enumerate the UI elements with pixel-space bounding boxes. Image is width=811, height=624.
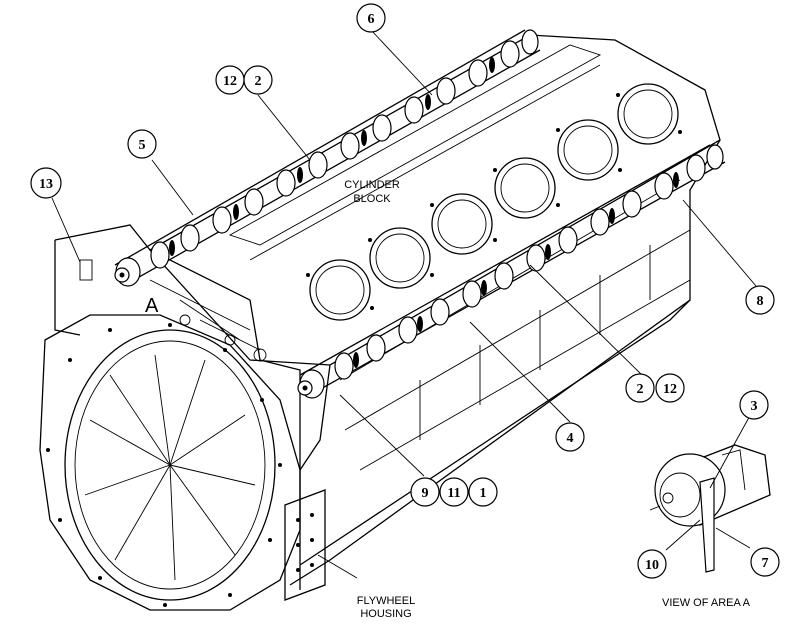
svg-text:11: 11 bbox=[447, 486, 460, 501]
cylinder-block-label-line2: BLOCK bbox=[353, 193, 391, 205]
leader-lines bbox=[51, 29, 757, 579]
area-a-marker: A bbox=[145, 295, 159, 317]
cylinder-bores bbox=[309, 83, 679, 321]
svg-text:10: 10 bbox=[645, 558, 659, 573]
svg-text:13: 13 bbox=[39, 177, 53, 192]
area-a-inset-drawing bbox=[649, 444, 771, 573]
callout-6: 6 bbox=[356, 3, 386, 33]
svg-text:6: 6 bbox=[368, 12, 375, 27]
callout-3: 3 bbox=[739, 390, 769, 420]
camshaft-upper bbox=[114, 29, 541, 287]
svg-text:2: 2 bbox=[255, 74, 262, 89]
svg-text:9: 9 bbox=[422, 486, 429, 501]
callout-8: 8 bbox=[745, 285, 775, 315]
svg-text:12: 12 bbox=[223, 74, 237, 89]
svg-text:4: 4 bbox=[567, 431, 574, 446]
view-of-area-a-label: VIEW OF AREA A bbox=[662, 597, 751, 609]
callout-7: 7 bbox=[750, 547, 780, 577]
callout-2-top: 2 bbox=[243, 65, 273, 95]
svg-text:1: 1 bbox=[480, 486, 487, 501]
callout-11: 11 bbox=[439, 477, 469, 507]
callout-10: 10 bbox=[637, 549, 667, 579]
svg-text:7: 7 bbox=[762, 556, 769, 571]
svg-text:2: 2 bbox=[637, 382, 644, 397]
cylinder-block bbox=[148, 34, 721, 590]
cylinder-block-label-line1: CYLINDER bbox=[344, 179, 400, 191]
flywheel-housing-label-line2: HOUSING bbox=[360, 608, 411, 620]
callout-12-top: 12 bbox=[215, 65, 245, 95]
callout-13: 13 bbox=[30, 167, 62, 199]
callout-4: 4 bbox=[555, 422, 585, 452]
callout-2-right: 2 bbox=[625, 373, 655, 403]
callout-12-right: 12 bbox=[655, 373, 685, 403]
callout-5: 5 bbox=[127, 129, 157, 159]
svg-text:8: 8 bbox=[757, 294, 764, 309]
callout-1: 1 bbox=[468, 477, 498, 507]
svg-text:5: 5 bbox=[139, 138, 146, 153]
front-housing bbox=[54, 224, 301, 470]
flywheel-housing bbox=[39, 314, 326, 611]
flywheel-housing-label-line1: FLYWHEEL bbox=[357, 595, 415, 607]
svg-text:12: 12 bbox=[663, 382, 677, 397]
callout-9: 9 bbox=[410, 477, 440, 507]
svg-text:3: 3 bbox=[751, 399, 758, 414]
camshaft-lower bbox=[297, 144, 726, 399]
